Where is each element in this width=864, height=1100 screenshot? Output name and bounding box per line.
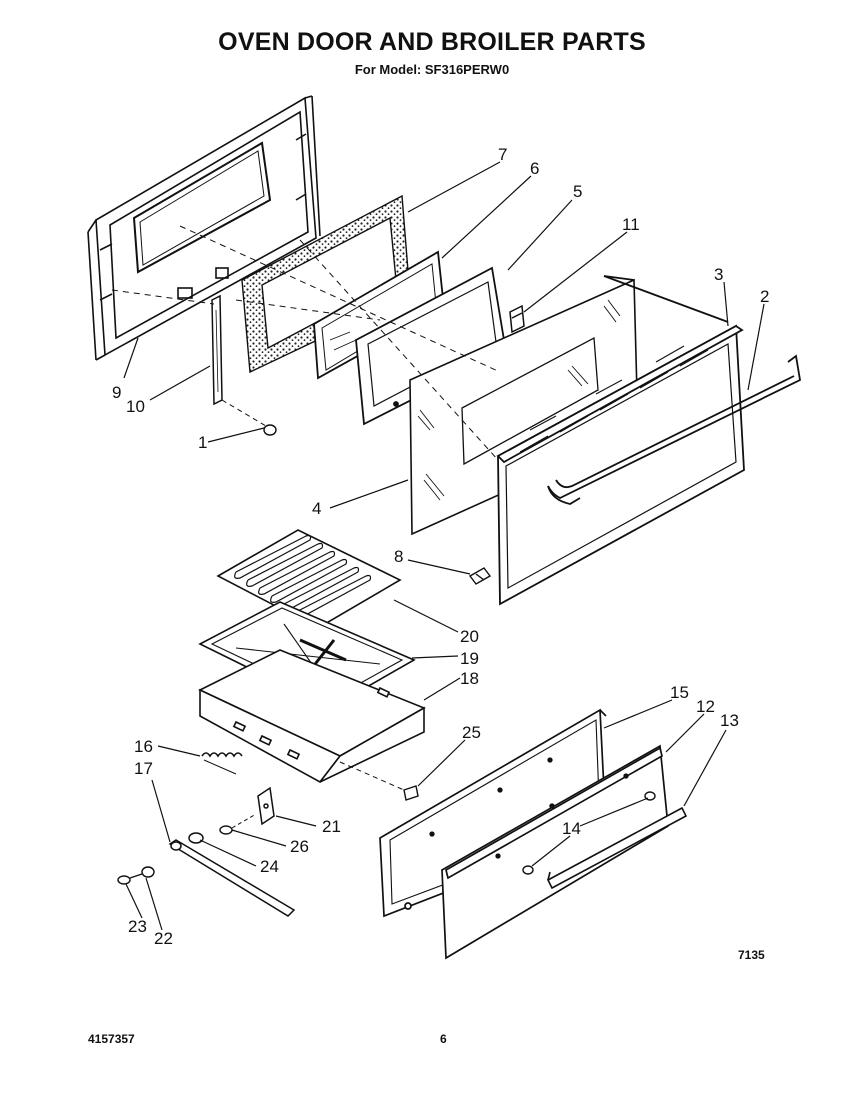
page-number: 6 [440,1032,447,1046]
callout-8: 8 [394,547,403,566]
callout-labels: 1 2 3 4 5 6 7 8 9 10 11 12 13 14 15 16 1… [112,145,769,948]
callout-21: 21 [322,817,341,836]
callout-15: 15 [670,683,689,702]
hinge-clip-8 [468,567,492,585]
callout-24: 24 [260,857,279,876]
callout-7: 7 [498,145,507,164]
page-title: OVEN DOOR AND BROILER PARTS [218,28,646,56]
callout-6: 6 [530,159,539,178]
callout-19: 19 [460,649,479,668]
screw-washer-23-22 [117,866,155,885]
model-subtitle: For Model: SF316PERW0 [354,62,510,77]
bracket-part-21 [257,786,275,826]
callout-1: 1 [198,433,207,452]
alignment-lines [111,225,501,461]
callout-26: 26 [290,837,309,856]
door-clip-11 [509,304,525,334]
door-inner-panel [87,95,321,361]
outer-oven-door [496,275,745,606]
drawer-rail [168,832,296,917]
broiler-grid [216,529,402,629]
callout-12: 12 [696,697,715,716]
part-document-number: 4157357 [88,1032,135,1046]
screw-part-26 [219,813,257,835]
callout-14: 14 [562,819,581,838]
door-handle [547,354,801,505]
drawer-front-inner-panel [379,708,607,918]
callout-23: 23 [128,917,147,936]
callout-25: 25 [462,723,481,742]
callout-9: 9 [112,383,121,402]
callout-5: 5 [573,182,582,201]
screw-part-1 [221,399,277,436]
spring-part-16 [201,752,243,775]
callout-22: 22 [154,929,173,948]
door-side-channel [211,294,223,406]
callout-20: 20 [460,627,479,646]
callout-11: 11 [622,215,640,234]
callout-4: 4 [312,499,321,518]
clip-part-25 [339,761,419,801]
leader-lines [123,161,765,931]
callout-10: 10 [126,397,145,416]
broiler-pan [198,601,416,709]
drawer-trim-strip [546,806,688,890]
callout-18: 18 [460,669,479,688]
callout-16: 16 [134,737,153,756]
callout-17: 17 [134,759,153,778]
drawing-number: 7135 [738,948,765,962]
callout-2: 2 [760,287,769,306]
callout-13: 13 [720,711,739,730]
broiler-drawer [198,649,426,784]
callout-3: 3 [714,265,723,284]
drawer-front-outer-panel [441,744,669,960]
